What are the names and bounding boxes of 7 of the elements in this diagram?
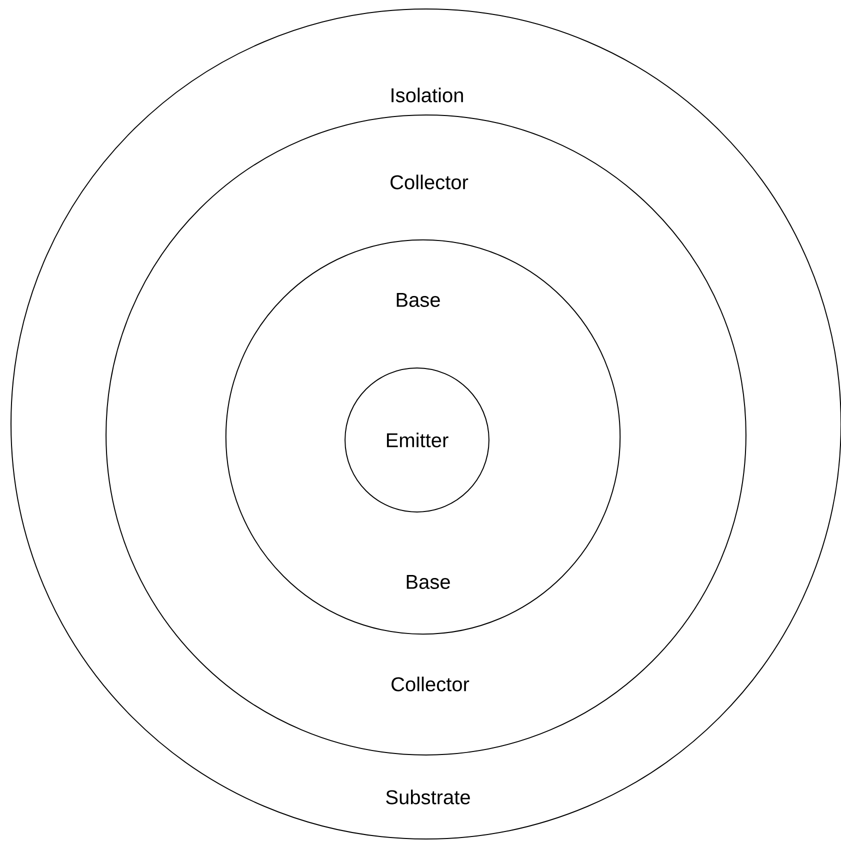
region-label: Base (406, 575, 450, 589)
region-label: Emitter (386, 432, 448, 448)
region-label: Isolation (392, 88, 463, 102)
region-label: Collector (390, 174, 468, 190)
region-label: Collector (392, 676, 470, 692)
region-label: Base (396, 293, 440, 307)
region-label: Substrate (386, 790, 470, 804)
